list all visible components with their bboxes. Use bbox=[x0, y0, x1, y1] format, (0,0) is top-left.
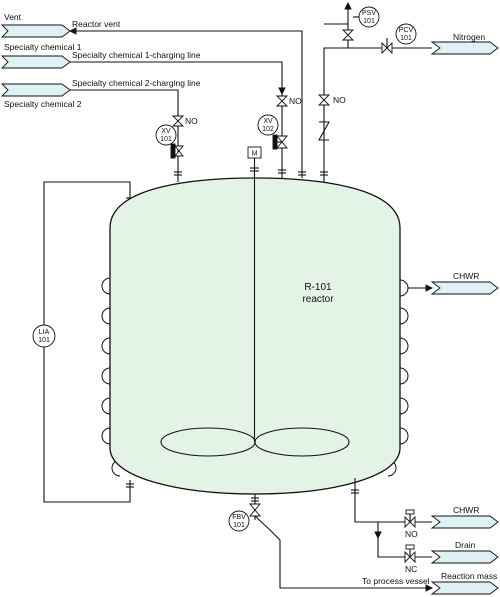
pcv101-number: 101 bbox=[400, 35, 412, 42]
xv102-label: XV bbox=[263, 118, 273, 125]
reactor-name: reactor bbox=[302, 294, 334, 305]
stream-label-chwr-bottom: CHWR bbox=[453, 505, 479, 515]
check-valve-icon bbox=[318, 121, 330, 141]
offpage-specialty-chemical-1: Specialty chemical 1 bbox=[0, 42, 82, 69]
line-label-charging-1: Specialty chemical 1-charging line bbox=[72, 50, 201, 60]
fbv101-number: 101 bbox=[233, 522, 245, 529]
stream-label-specialty-1: Specialty chemical 1 bbox=[4, 42, 82, 52]
stream-label-reaction-mass: Reaction mass bbox=[441, 571, 497, 581]
psv101-number: 101 bbox=[363, 18, 375, 25]
xv102-state: NO bbox=[289, 96, 302, 106]
xv102-number: 102 bbox=[262, 126, 274, 133]
xv102-valve-icon bbox=[272, 134, 288, 150]
impeller-blade-right bbox=[254, 427, 350, 457]
offpage-chwr-bottom: CHWR bbox=[430, 505, 499, 529]
reactor-tag: R-101 bbox=[304, 282, 332, 293]
stream-label-chwr-top: CHWR bbox=[453, 271, 479, 281]
instrument-pcv101: PCV 101 bbox=[395, 23, 417, 45]
instrument-xv101: XV 101 bbox=[155, 124, 177, 146]
offpage-specialty-chemical-2: Specialty chemical 2 bbox=[0, 83, 82, 109]
nitrogen-isolation-valve-icon bbox=[317, 94, 331, 106]
psv101-label: PSV bbox=[362, 10, 376, 17]
pcv-valve-icon bbox=[381, 38, 393, 55]
agitator: M bbox=[160, 146, 350, 457]
stream-label-specialty-2: Specialty chemical 2 bbox=[4, 99, 82, 109]
bottom-outlet: To process vessel bbox=[249, 494, 434, 592]
offpage-chwr-top: CHWR bbox=[430, 271, 499, 295]
lia101-number: 101 bbox=[38, 337, 50, 344]
offpage-vent: Vent bbox=[0, 12, 71, 38]
line-label-reactor-vent: Reactor vent bbox=[72, 19, 121, 29]
chwr-valve-state: NO bbox=[405, 529, 418, 539]
instrument-lia101: LIA 101 bbox=[32, 324, 56, 348]
drain-valve-icon bbox=[404, 544, 416, 564]
instrument-psv101: PSV 101 bbox=[353, 6, 380, 28]
fbv101-valve-icon bbox=[249, 503, 261, 517]
charging-line-2: Specialty chemical 2-charging line NO bbox=[70, 78, 201, 182]
xv101-state: NO bbox=[185, 116, 198, 126]
stream-label-drain: Drain bbox=[455, 540, 476, 550]
offpage-drain: Drain bbox=[430, 540, 499, 564]
jacket-left bbox=[101, 277, 121, 477]
pcv101-label: PCV bbox=[399, 27, 414, 34]
chwr-valve-icon bbox=[404, 509, 416, 529]
motor-label: M bbox=[252, 151, 258, 158]
line-label-charging-2: Specialty chemical 2-charging line bbox=[72, 78, 201, 88]
xv101-label: XV bbox=[161, 128, 171, 135]
drain-valve-state: NC bbox=[405, 564, 417, 574]
offpage-nitrogen: Nitrogen bbox=[430, 32, 499, 55]
instrument-fbv101: FBV 101 bbox=[228, 510, 250, 532]
nitrogen-line: NO bbox=[317, 1, 432, 182]
stream-label-nitrogen: Nitrogen bbox=[453, 32, 485, 42]
fbv101-label: FBV bbox=[232, 514, 246, 521]
reactor-vent-line: Reactor vent bbox=[68, 19, 306, 178]
offpage-reaction-mass: Reaction mass bbox=[430, 571, 499, 595]
stream-label-vent: Vent bbox=[4, 12, 22, 22]
nitrogen-valve-state: NO bbox=[333, 95, 346, 105]
charging-line-1: Specialty chemical 1-charging line NO bbox=[70, 50, 302, 180]
manual-valve-icon bbox=[275, 95, 289, 107]
xv101-number: 101 bbox=[160, 136, 172, 143]
jacket-outlet: NO NC bbox=[351, 478, 432, 574]
xv101-valve-icon bbox=[170, 115, 185, 159]
instrument-xv102: XV 102 bbox=[257, 114, 279, 136]
psv-valve-icon bbox=[341, 29, 355, 41]
line-label-to-process: To process vessel bbox=[362, 576, 430, 586]
lia101-label: LIA bbox=[39, 329, 50, 336]
